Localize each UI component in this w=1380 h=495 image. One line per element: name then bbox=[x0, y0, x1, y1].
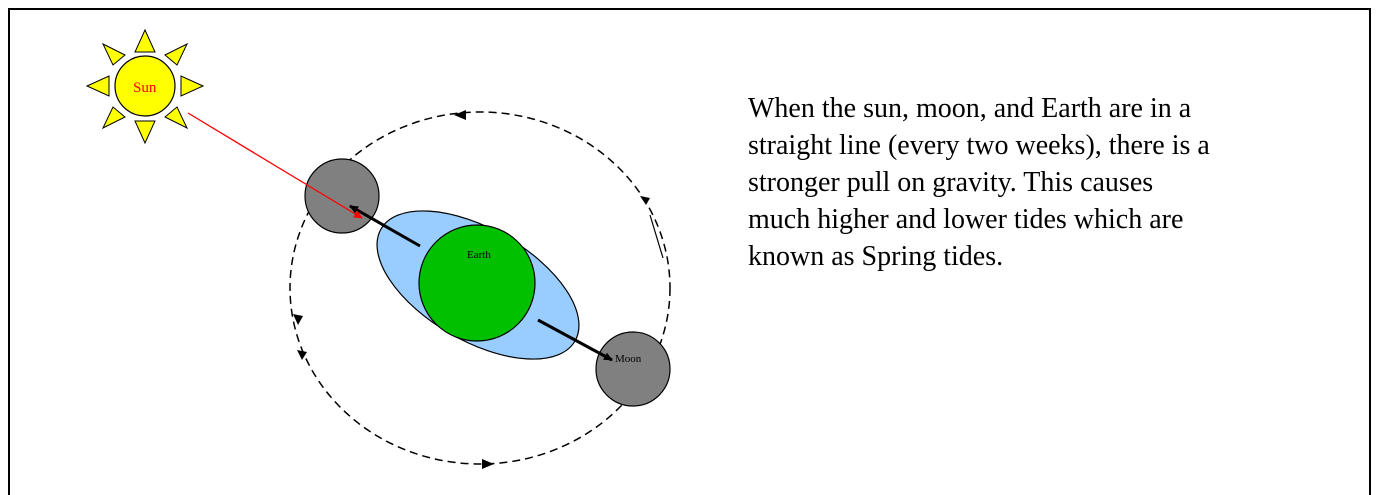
sun-label: Sun bbox=[133, 80, 157, 96]
orbit-arrow-icon bbox=[454, 110, 466, 120]
earth-label: Earth bbox=[467, 249, 491, 261]
moon-orbit bbox=[289, 110, 671, 469]
orbit-arrow-icon bbox=[293, 314, 303, 325]
earth bbox=[418, 224, 536, 342]
sun-icon bbox=[85, 28, 205, 145]
orbit-arrow-icon bbox=[640, 196, 650, 205]
explanation-text: When the sun, moon, and Earth are in a s… bbox=[748, 93, 1210, 272]
orbit-arrow-icon bbox=[482, 459, 494, 469]
sun-ray-arrow bbox=[187, 112, 363, 219]
orbit-arrow-icon bbox=[297, 350, 307, 360]
moon-full bbox=[595, 331, 671, 407]
moon-label: Moon bbox=[615, 353, 642, 365]
moon-new bbox=[304, 158, 380, 234]
diagram-frame bbox=[8, 8, 1371, 495]
pull-arrow-toward-full-moon bbox=[537, 318, 613, 362]
